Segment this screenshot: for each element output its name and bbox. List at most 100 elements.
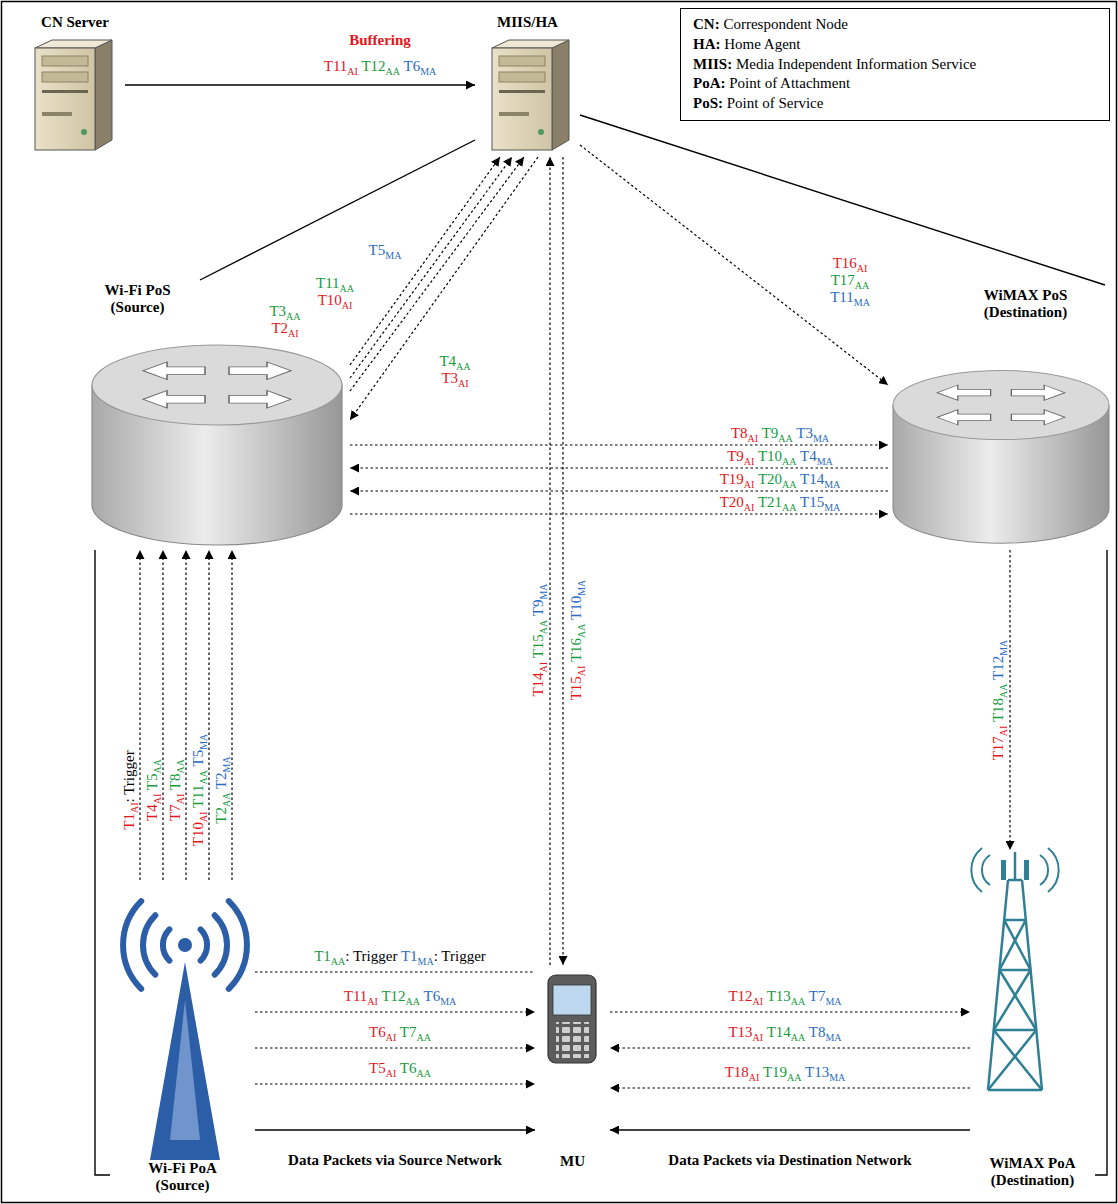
label-text bbox=[990, 680, 1006, 683]
step-number: T14 bbox=[800, 471, 824, 487]
step-number: T1 bbox=[314, 948, 331, 964]
message-step: T12AA bbox=[361, 58, 400, 74]
message-label: T16AI T17AA T11MA bbox=[828, 255, 872, 305]
label-text bbox=[213, 789, 229, 792]
message-step: T6MA bbox=[403, 58, 436, 74]
step-number: T4 bbox=[144, 804, 160, 821]
icon-part bbox=[999, 970, 1036, 1030]
label-text bbox=[420, 988, 423, 1004]
scheme-subscript: AA bbox=[198, 770, 209, 784]
key-entry: HA: Home Agent bbox=[693, 35, 1097, 55]
message-label: T11AA T10AI bbox=[314, 275, 356, 309]
scheme-subscript: MA bbox=[824, 479, 840, 490]
label-text bbox=[190, 808, 206, 811]
message-step: T16AI bbox=[830, 255, 870, 272]
step-number: T1 bbox=[121, 813, 137, 830]
link-line bbox=[610, 1129, 970, 1130]
step-number: T13 bbox=[767, 988, 791, 1004]
link-line bbox=[580, 115, 1105, 285]
scheme-subscript: AI bbox=[538, 662, 549, 673]
step-number: T15 bbox=[800, 494, 824, 510]
scheme-subscript: MA bbox=[418, 956, 434, 967]
message-step: T3MA bbox=[796, 425, 829, 441]
step-number: T9 bbox=[530, 600, 546, 617]
message-label: T4AA T3AI bbox=[437, 353, 472, 387]
icon-part bbox=[1048, 848, 1059, 892]
label-text bbox=[763, 988, 766, 1004]
message-step: T4MA bbox=[800, 448, 833, 464]
message-arrow bbox=[350, 157, 500, 365]
message-step: T11AI bbox=[324, 58, 358, 74]
scheme-subscript: AI bbox=[857, 263, 868, 274]
step-number: T11 bbox=[344, 988, 368, 1004]
node-title: WiMAX PoA (Destination) bbox=[970, 1155, 1095, 1190]
icon-part bbox=[1024, 860, 1029, 880]
step-number: T6 bbox=[423, 988, 440, 1004]
step-note: : Trigger bbox=[121, 750, 137, 802]
abbreviation-key: CN: Correspondent NodeHA: Home AgentMIIS… bbox=[680, 8, 1110, 121]
message-step: T9MA bbox=[530, 583, 546, 616]
message-arrow bbox=[185, 550, 186, 880]
scheme-subscript: AI bbox=[175, 794, 186, 805]
node-title: Wi-Fi PoS (Source) bbox=[90, 282, 185, 317]
step-number: T1 bbox=[401, 948, 418, 964]
step-number: T13 bbox=[805, 1064, 829, 1080]
key-meaning: Point of Attachment bbox=[726, 75, 851, 91]
icon-part bbox=[150, 962, 220, 1160]
message-arrow bbox=[610, 1047, 970, 1048]
link-line bbox=[125, 84, 475, 85]
step-number: T11 bbox=[316, 275, 340, 291]
scheme-subscript: AA bbox=[791, 1032, 805, 1043]
message-step: T5AA bbox=[144, 759, 160, 790]
message-arrow bbox=[162, 550, 163, 880]
label-text bbox=[797, 448, 800, 464]
message-step: T17AI bbox=[990, 726, 1006, 761]
icon-part bbox=[1008, 879, 1022, 882]
message-step: T9AA bbox=[762, 425, 793, 441]
scheme-subscript: AI bbox=[347, 66, 358, 77]
scheme-subscript: AA bbox=[998, 683, 1009, 697]
scheme-subscript: AI bbox=[367, 996, 378, 1007]
scheme-subscript: AA bbox=[386, 66, 400, 77]
access-point-node: Wi-Fi PoA (Source) bbox=[110, 880, 255, 1200]
step-number: T7 bbox=[809, 988, 826, 1004]
message-step: T7MA bbox=[809, 988, 842, 1004]
scheme-subscript: AI bbox=[744, 456, 755, 467]
message-label: T9AI T10AA T4MA bbox=[725, 448, 835, 465]
wifi-antenna-icon bbox=[123, 901, 247, 1160]
message-arrow bbox=[610, 1011, 970, 1012]
step-number: T18 bbox=[725, 1064, 749, 1080]
scheme-subscript: MA bbox=[420, 66, 436, 77]
scheme-subscript: MA bbox=[440, 996, 456, 1007]
message-step: T11MA bbox=[830, 288, 870, 305]
icon-part bbox=[201, 929, 207, 960]
step-number: T15 bbox=[568, 676, 584, 700]
flow-label: Data Packets via Destination Network bbox=[666, 1152, 913, 1169]
key-abbreviation: HA: bbox=[693, 36, 721, 52]
message-step: T5MA bbox=[369, 242, 402, 258]
icon-part bbox=[178, 938, 192, 952]
step-number: T21 bbox=[758, 494, 782, 510]
label-text bbox=[990, 722, 1006, 725]
message-label: T19AI T20AA T14MA bbox=[718, 471, 843, 488]
label-text bbox=[758, 425, 761, 441]
icon-part bbox=[1014, 852, 1017, 880]
mobile-unit-icon bbox=[548, 975, 596, 1063]
icon-part bbox=[982, 855, 990, 885]
message-step: T7AI bbox=[167, 794, 183, 821]
label-text bbox=[797, 471, 800, 487]
node-title: MU bbox=[535, 1153, 610, 1170]
scheme-subscript: AA bbox=[855, 280, 869, 291]
message-step: T4AI bbox=[144, 794, 160, 821]
icon-part bbox=[556, 1022, 589, 1058]
scheme-subscript: MA bbox=[825, 1032, 841, 1043]
step-number: T15 bbox=[530, 634, 546, 658]
key-entry: CN: Correspondent Node bbox=[693, 15, 1097, 35]
step-number: T5 bbox=[190, 750, 206, 767]
message-label: T5AI T6AA bbox=[367, 1060, 433, 1077]
scheme-subscript: MA bbox=[829, 1072, 845, 1083]
icon-part bbox=[229, 901, 247, 989]
icon-part bbox=[1040, 855, 1048, 885]
key-abbreviation: MIIS: bbox=[693, 56, 732, 72]
